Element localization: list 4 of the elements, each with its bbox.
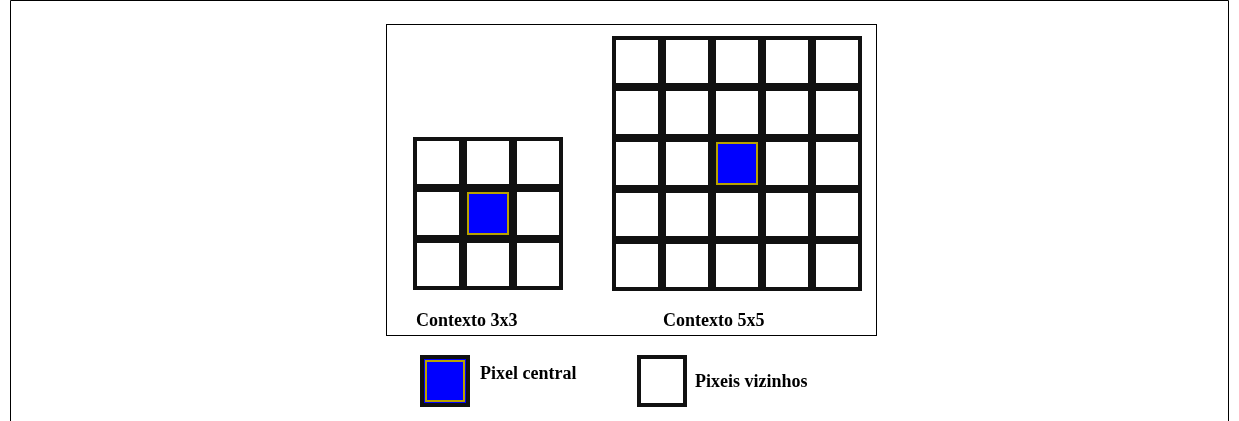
grid-caption: Contexto 3x3 (416, 310, 518, 331)
legend-label: Pixeis vizinhos (695, 371, 808, 392)
grid-caption: Contexto 5x5 (663, 310, 765, 331)
legend-label: Pixel central (480, 363, 577, 384)
